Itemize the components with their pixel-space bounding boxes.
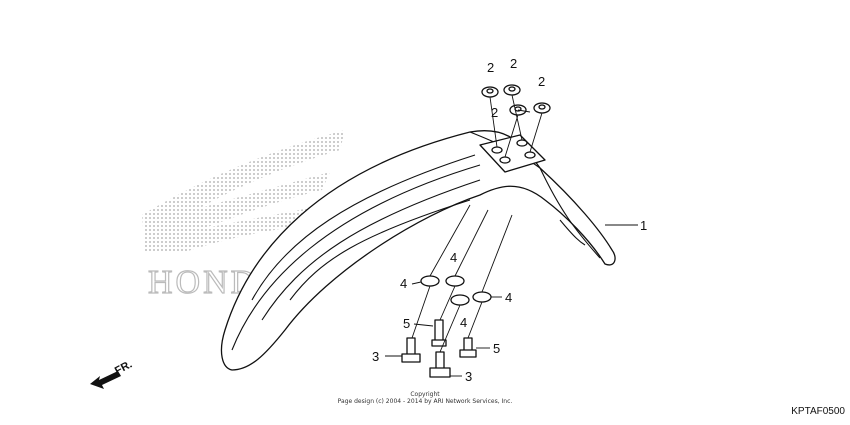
callout-4d-washer: 4 (460, 315, 467, 330)
front-direction-indicator: FR. (90, 358, 134, 389)
callout-leaders (385, 109, 638, 377)
callout-4c-washer: 4 (505, 290, 512, 305)
front-label: FR. (113, 358, 134, 377)
washer-1 (420, 275, 440, 287)
callout-3a-bolt: 3 (372, 349, 379, 364)
copyright-line-1: Copyright (410, 391, 440, 398)
washer-4 (472, 291, 492, 303)
arrow-icon (90, 371, 121, 389)
callout-4a-washer: 4 (450, 250, 457, 265)
callout-5b-bolt: 5 (493, 341, 500, 356)
callout-2b-grommet: 2 (510, 56, 517, 71)
bolt-flange-2 (429, 351, 451, 378)
callout-3b-bolt: 3 (465, 369, 472, 384)
grommet-1 (481, 86, 499, 98)
bolts (401, 204, 513, 378)
callout-2d-grommet: 2 (491, 105, 498, 120)
diagram-code: KPTAF0500 (791, 406, 845, 417)
grommets (481, 84, 551, 158)
callout-1-fender: 1 (640, 218, 647, 233)
grommet-4 (533, 102, 551, 114)
grommet-2 (503, 84, 521, 96)
bolt-small-1 (431, 319, 447, 347)
callout-2a-grommet: 2 (487, 60, 494, 75)
washer-3 (450, 294, 470, 306)
copyright-line-2: Page design (c) 2004 - 2014 by ARI Netwo… (338, 398, 513, 405)
callout-4b-washer: 4 (400, 276, 407, 291)
callout-5a-bolt: 5 (403, 316, 410, 331)
washer-2 (445, 275, 465, 287)
bolt-small-2 (459, 337, 477, 358)
washers (420, 275, 492, 306)
callout-numbers: 1 2 2 2 2 4 4 4 4 5 5 3 3 (372, 56, 647, 384)
callout-2c-grommet: 2 (538, 74, 545, 89)
bolt-flange-1 (401, 337, 421, 363)
